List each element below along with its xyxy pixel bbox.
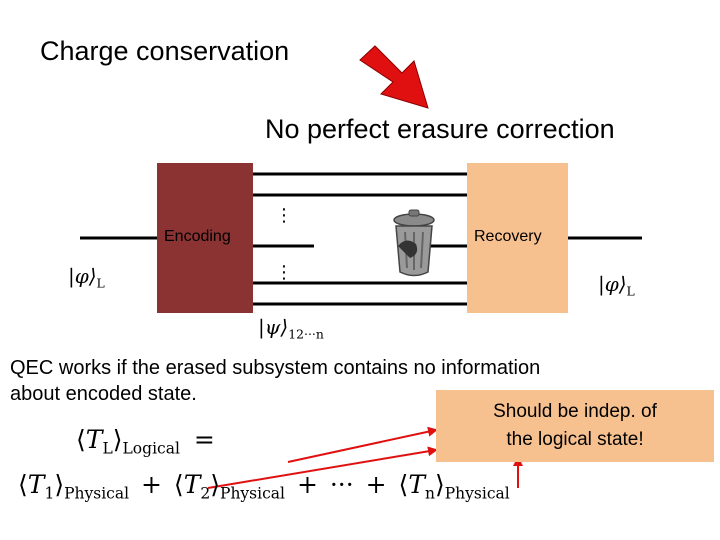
qec-statement-line1: QEC works if the erased subsystem contai…: [10, 357, 541, 379]
ellipsis-top: ⋮: [275, 205, 293, 226]
equation-dots: ···: [329, 470, 354, 499]
heading-charge-conservation: Charge conservation: [40, 36, 290, 66]
arrow-to-note-from-term1: [207, 446, 438, 489]
note-line1: Should be indep. of: [493, 401, 657, 422]
term2-symbol: T: [183, 470, 201, 499]
encoded-state-ket: |ψ⟩12···n: [258, 315, 324, 341]
independence-note-box: Should be indep. of the logical state!: [436, 390, 714, 462]
output-state-subscript: L: [626, 283, 635, 299]
term2-label: Physical: [220, 484, 285, 503]
arrow-to-note-from-lhs: [287, 426, 438, 463]
equation-lhs: ⟨TL⟩Logical =: [76, 425, 215, 458]
equation-rhs: ⟨T1⟩Physical + ⟨T2⟩Physical + ··· + ⟨Tn⟩…: [18, 470, 510, 503]
input-state-subscript: L: [96, 275, 105, 291]
term1-subscript: 1: [44, 484, 55, 503]
plus-sign-1: +: [141, 470, 162, 499]
term1-label: Physical: [64, 484, 130, 503]
plus-sign-3: +: [365, 470, 387, 499]
term1-symbol: T: [27, 470, 45, 499]
input-state-ket: |φ⟩L: [68, 264, 105, 290]
ellipsis-bottom: ⋮: [275, 262, 293, 283]
qec-statement-line2: about encoded state.: [10, 383, 197, 405]
lhs-subscript: L: [102, 439, 113, 458]
encoded-state-subscript: 12···n: [288, 326, 324, 342]
encoded-state-symbol: |ψ⟩: [258, 315, 289, 339]
term-n-subscript: n: [425, 484, 435, 503]
equals-sign: =: [193, 425, 215, 454]
encoding-label: Encoding: [164, 228, 231, 245]
lhs-label: Logical: [122, 439, 180, 458]
term-n-symbol: T: [408, 470, 425, 499]
output-state-symbol: |φ⟩: [598, 272, 627, 296]
trash-can-icon: [393, 209, 435, 277]
term-n-label: Physical: [444, 484, 510, 503]
note-line2: the logical state!: [506, 429, 644, 450]
term2-subscript: 2: [200, 484, 211, 503]
recovery-box: [467, 163, 568, 313]
input-state-symbol: |φ⟩: [68, 264, 97, 288]
big-red-arrow: [359, 45, 429, 109]
encoding-box: [157, 163, 253, 313]
output-state-ket: |φ⟩L: [598, 272, 635, 298]
plus-sign-2: +: [296, 470, 318, 499]
lhs-symbol: T: [85, 425, 103, 454]
subheading-no-perfect-erasure-correction: No perfect erasure correction: [265, 114, 615, 144]
recovery-label: Recovery: [474, 228, 542, 245]
